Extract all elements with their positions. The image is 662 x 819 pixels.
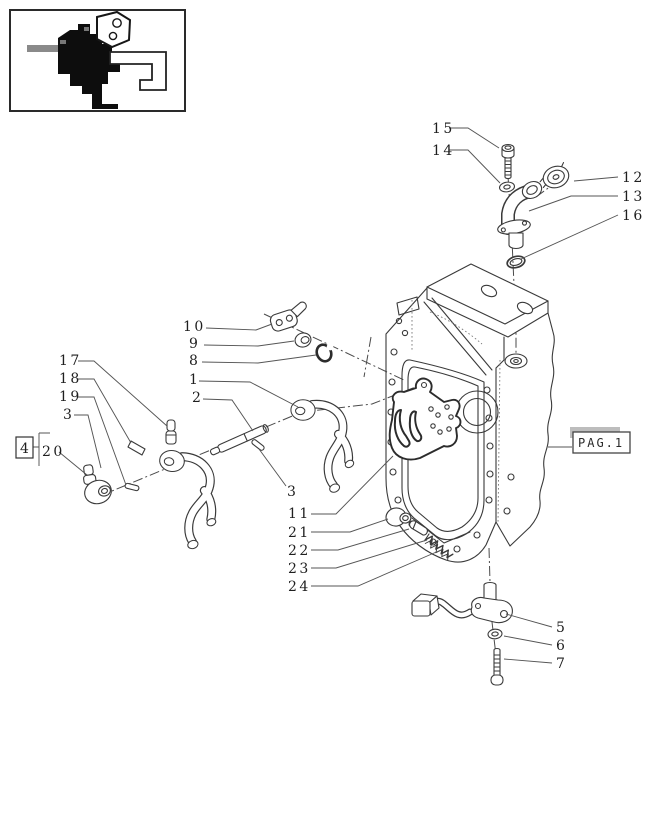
callout-9: 9: [189, 336, 200, 352]
pin-part-19: [124, 482, 140, 492]
callout-1: 1: [189, 372, 200, 388]
elbow-part-13: [497, 180, 543, 250]
callout-14: 14: [432, 143, 455, 159]
o-ring-part-16: [506, 255, 526, 269]
callout-5: 5: [556, 620, 567, 636]
shift-fork-part-1: [291, 400, 355, 494]
callout-23: 23: [288, 561, 311, 577]
callout-24: 24: [288, 579, 311, 595]
shift-fork-left: [148, 449, 226, 553]
plug-part-21: [385, 507, 412, 527]
callout-6: 6: [556, 638, 567, 654]
callout-12: 12: [622, 170, 645, 186]
bolt-part-7: [490, 647, 504, 686]
callout-16: 16: [622, 208, 645, 224]
page-ref-box[interactable]: PAG.1: [570, 427, 631, 454]
callout-13: 13: [622, 189, 645, 205]
shaft-part-2: [209, 424, 269, 456]
callout-labels: 15 14 12 13 16 10 9 8 1 2 17 18 19 3 20 …: [42, 121, 645, 672]
thumbnail-overview[interactable]: [9, 9, 186, 112]
leader-lines: [32, 127, 619, 664]
ref-box-4-label: 4: [20, 441, 31, 457]
spring-part-23: [424, 533, 454, 561]
plunger-part-22: [409, 520, 428, 536]
bolt-part-15: [501, 143, 515, 180]
selector-block-part-20: [83, 464, 112, 505]
cam-plate-part-11: [388, 377, 462, 461]
callout-15: 15: [432, 121, 455, 137]
callout-11: 11: [288, 506, 311, 522]
callout-2: 2: [192, 390, 203, 406]
cap-part-12: [539, 162, 570, 189]
callout-7: 7: [556, 656, 567, 672]
thumbnail-silhouette: [27, 10, 167, 109]
callout-3-mid: 3: [287, 484, 298, 500]
ref-box-4[interactable]: 4: [15, 436, 34, 459]
callout-22: 22: [288, 543, 311, 559]
page-ref-label: PAG.1: [578, 436, 624, 450]
housing-drawing: [385, 263, 555, 563]
pin-part-3: [251, 439, 265, 451]
callout-17: 17: [59, 353, 82, 369]
callout-20: 20: [42, 444, 65, 460]
callout-21: 21: [288, 525, 311, 541]
key-part-18: [127, 440, 146, 456]
detent-pin-part-17: [165, 419, 177, 445]
washer-part-14: [498, 181, 516, 193]
page-ref-frame: [572, 431, 631, 454]
callout-3-left: 3: [63, 407, 74, 423]
snap-ring-part-8: [315, 343, 334, 363]
callout-18: 18: [59, 371, 82, 387]
callout-10: 10: [183, 319, 206, 335]
callout-19: 19: [59, 389, 82, 405]
washer-part-6: [487, 628, 503, 640]
sensor-part-5: [411, 581, 513, 624]
bushing-part-9: [294, 332, 312, 348]
link-part-10: [269, 301, 307, 332]
callout-8: 8: [189, 353, 200, 369]
